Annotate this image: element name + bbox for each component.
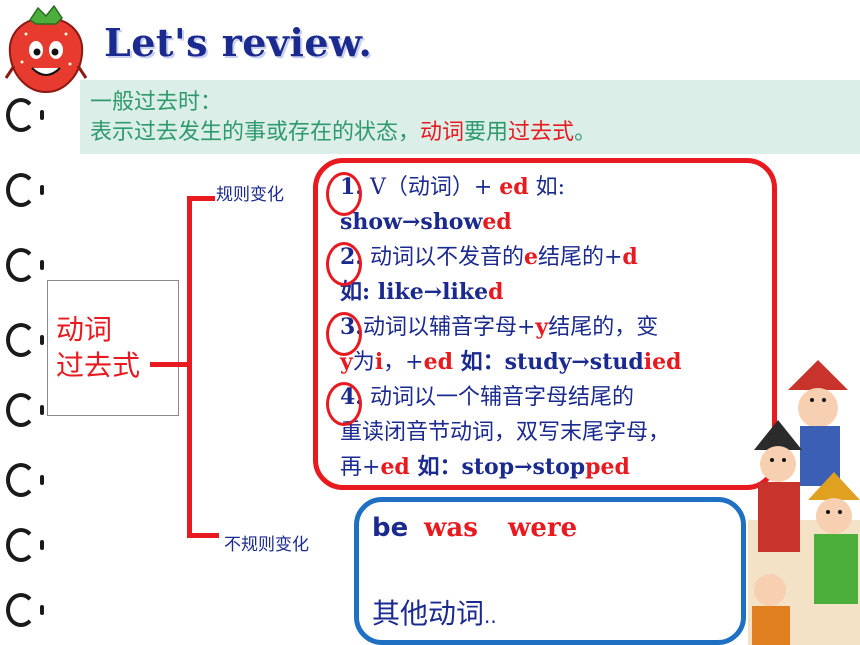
rule-letter: y bbox=[535, 314, 549, 340]
irregular-was: was bbox=[424, 513, 478, 543]
example-text: 如：stop→stop bbox=[409, 454, 586, 480]
rule-2-example: 如: like→liked bbox=[340, 275, 770, 310]
rule-text: 动词以一个辅音字母结尾的 bbox=[362, 385, 634, 410]
rule-text: ，+ bbox=[383, 350, 424, 375]
strawberry-mascot-icon bbox=[4, 4, 88, 94]
rule-letter: e bbox=[523, 244, 538, 270]
rule-text: 动词以辅音字母+ bbox=[362, 315, 536, 340]
rule-suffix: ed bbox=[499, 174, 529, 200]
definition-banner: 一般过去时： 表示过去发生的事或存在的状态，动词要用过去式。 bbox=[80, 80, 860, 154]
banner-heading: 一般过去时： bbox=[90, 90, 223, 115]
rule-1-example: show→showed bbox=[340, 205, 770, 240]
regular-rules-list: 1. V（动词）+ ed 如: show→showed 2. 动词以不发音的e结… bbox=[326, 170, 770, 485]
example-text: 如: like→like bbox=[340, 279, 489, 305]
rule-4: 4. 动词以一个辅音字母结尾的 bbox=[326, 380, 770, 426]
keyword-verb: 动词 bbox=[420, 120, 465, 145]
irregular-other-verbs: 其他动词.. bbox=[372, 592, 497, 632]
definition-text: 表示过去发生的事或存在的状态， bbox=[90, 120, 421, 145]
rule-letter: i bbox=[374, 349, 384, 375]
regular-rules-box bbox=[313, 158, 777, 490]
concept-label: 动词 过去式 bbox=[56, 312, 140, 384]
concept-box bbox=[47, 280, 179, 416]
page-title: Let's review. bbox=[104, 20, 373, 65]
branch-irregular-label: 不规则变化 bbox=[224, 535, 309, 555]
rule-text: 再+ bbox=[340, 455, 381, 480]
rule-text: 结尾的+ bbox=[537, 245, 623, 270]
rule-suffix: ed bbox=[380, 454, 410, 480]
rule-1: 1. V（动词）+ ed 如: bbox=[326, 170, 770, 216]
example-suffix: d bbox=[488, 279, 504, 305]
spiral-binding-icon bbox=[0, 88, 60, 645]
rule-2: 2. 动词以不发音的e结尾的+d bbox=[326, 240, 770, 286]
definition-text: 要用 bbox=[464, 120, 509, 145]
rule-suffix: d bbox=[622, 244, 638, 270]
rule-3-cont: y为i，+ed 如：study→studied bbox=[340, 345, 770, 380]
number-circle-icon bbox=[326, 172, 362, 216]
example-suffix: ed bbox=[482, 209, 512, 235]
number-circle-icon bbox=[326, 382, 362, 426]
brace-connector bbox=[187, 533, 219, 538]
banner-definition: 表示过去发生的事或存在的状态，动词要用过去式。 bbox=[90, 118, 850, 148]
concept-line: 过去式 bbox=[56, 349, 141, 382]
definition-text: 。 bbox=[574, 120, 597, 145]
example-suffix: ped bbox=[585, 454, 630, 480]
rule-suffix: ed bbox=[423, 349, 453, 375]
rule-4-cont: 重读闭音节动词，双写末尾字母， bbox=[340, 420, 671, 445]
example-text: show→show bbox=[340, 209, 483, 235]
concept-line: 动词 bbox=[56, 313, 113, 346]
keyword-past-form: 过去式 bbox=[508, 120, 575, 145]
number-circle-icon bbox=[326, 242, 362, 286]
other-verbs-text: 其他动词 bbox=[372, 597, 485, 630]
ellipsis: .. bbox=[484, 604, 497, 628]
example-text: 如：study→stud bbox=[453, 349, 644, 375]
irregular-were: were bbox=[508, 513, 578, 543]
rule-text: 如: bbox=[528, 175, 566, 200]
example-suffix: ied bbox=[643, 349, 682, 375]
rule-4-example: 再+ed 如：stop→stopped bbox=[340, 450, 770, 485]
irregular-box bbox=[354, 497, 746, 645]
rule-text: 为 bbox=[352, 350, 375, 375]
brace-connector bbox=[187, 196, 215, 201]
brace-connector bbox=[150, 362, 190, 367]
rule-text: 动词以不发音的 bbox=[362, 245, 524, 270]
cartoon-children-illustration bbox=[748, 360, 860, 645]
number-circle-icon bbox=[326, 312, 362, 356]
rule-3: 3.动词以辅音字母+y结尾的，变 bbox=[326, 310, 770, 356]
branch-regular-label: 规则变化 bbox=[216, 185, 284, 205]
irregular-be: be bbox=[372, 513, 409, 543]
rule-text: 结尾的，变 bbox=[548, 315, 659, 340]
rule-text: V（动词）+ bbox=[369, 175, 500, 200]
